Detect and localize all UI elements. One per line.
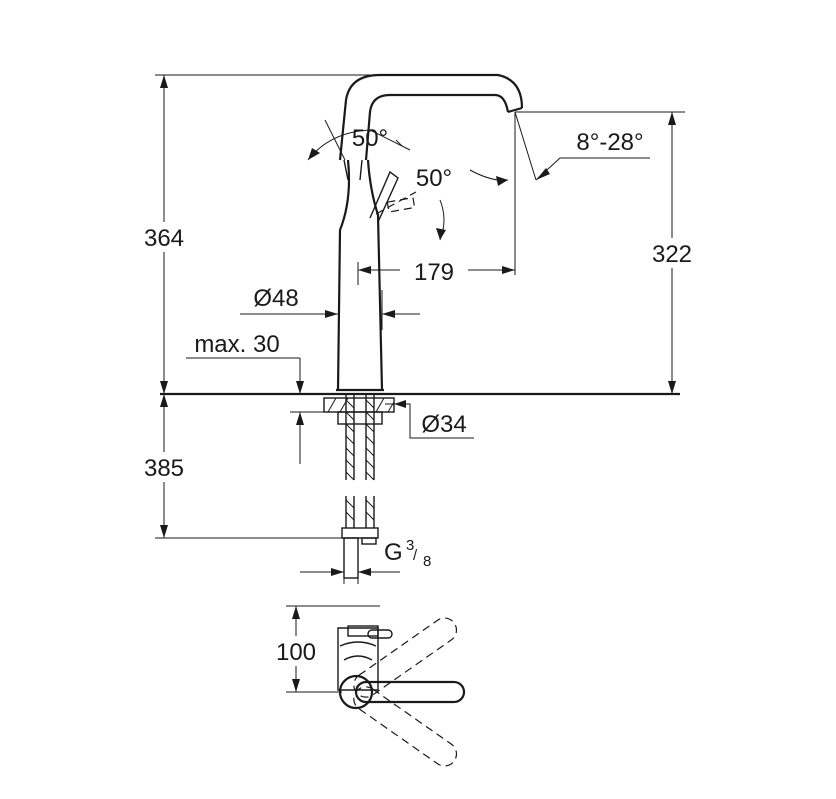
label-g-slash: / [413, 547, 418, 564]
label-angle-50-tilt: 50° [416, 165, 452, 192]
label-385: 385 [144, 455, 184, 482]
angle-lever-side: 50° [307, 119, 411, 161]
dim-body-diameter: Ø48 [240, 285, 420, 330]
dim-reach: 179 [357, 112, 516, 286]
label-d48: Ø48 [253, 285, 298, 312]
label-angle-spout: 8°-28° [576, 129, 643, 156]
top-view: 100 [270, 605, 466, 767]
label-364: 364 [144, 225, 184, 252]
dim-max-thickness: max. 30 [186, 331, 340, 464]
angle-spout: 8°-28° [469, 111, 650, 186]
label-d34: Ø34 [421, 411, 466, 438]
label-angle-50-side: 50° [352, 125, 388, 152]
dim-connection: G 3 / 8 [300, 537, 431, 584]
faucet-body [336, 73, 524, 392]
label-100: 100 [276, 639, 316, 666]
label-g: G [384, 539, 403, 566]
label-g-denominator: 8 [423, 553, 431, 570]
label-max30: max. 30 [194, 331, 279, 358]
dim-hole-diameter: Ø34 [385, 400, 474, 439]
angle-lever-tilt: 50° [416, 165, 452, 241]
label-322: 322 [652, 241, 692, 268]
dim-below-counter: 385 [138, 394, 344, 539]
label-g-numerator: 3 [406, 537, 414, 554]
label-179: 179 [414, 259, 454, 286]
mounting-connections [160, 392, 680, 579]
dim-spout-height: 322 [515, 111, 698, 394]
dim-total-height: 364 [138, 74, 380, 394]
